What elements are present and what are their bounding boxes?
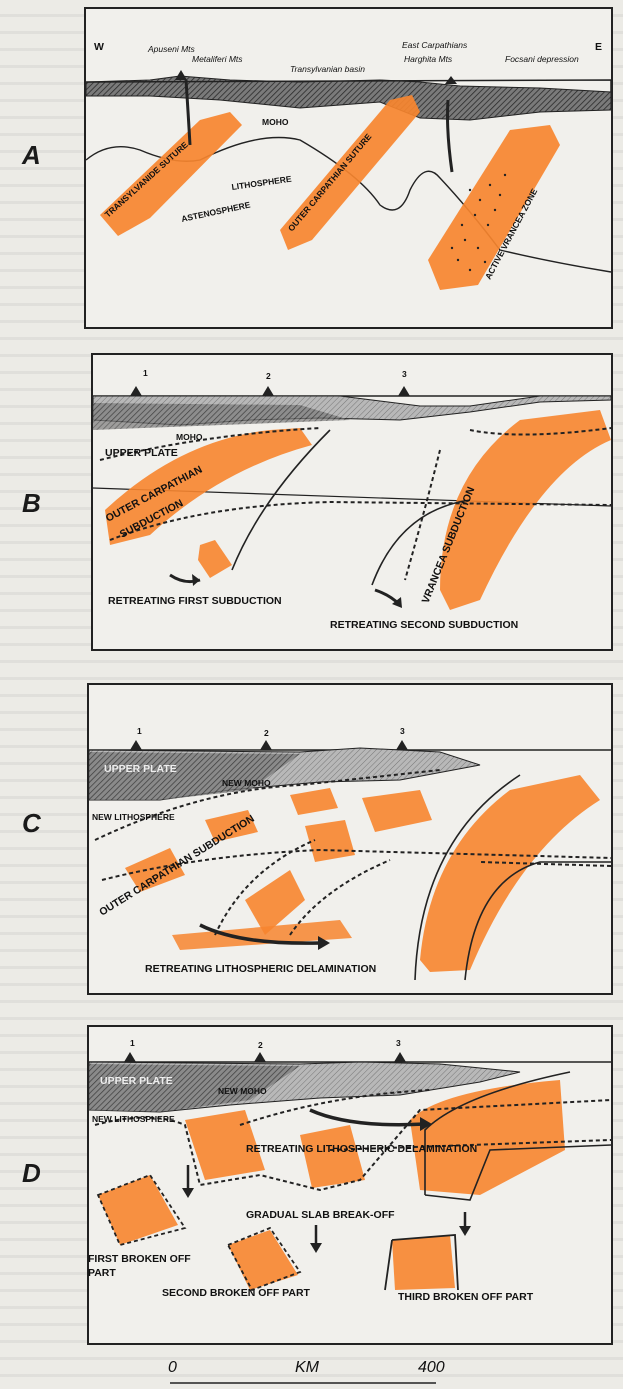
label-new-lithosphere-c: NEW LITHOSPHERE xyxy=(92,812,175,822)
label-new-lithosphere-d: NEW LITHOSPHERE xyxy=(92,1114,175,1124)
label-b-peak3: 3 xyxy=(402,369,407,379)
label-new-moho-c: NEW MOHO xyxy=(222,778,271,788)
label-retreating-second: RETREATING SECOND SUBDUCTION xyxy=(330,619,518,631)
panel-d: 1 2 3 UPPER PLATE NEW MOHO NEW LITHOSPHE… xyxy=(88,1026,612,1344)
panel-b: 1 2 3 MOHO UPPER PLATE OUTER CARPATHIAN … xyxy=(92,354,612,650)
panel-a: W E Apuseni Mts Metaliferi Mts Transylva… xyxy=(85,8,612,328)
label-moho-b: MOHO xyxy=(176,432,203,442)
label-moho-a: MOHO xyxy=(262,117,289,127)
label-first-broken-part: PART xyxy=(88,1267,116,1279)
label-upper-plate-c: UPPER PLATE xyxy=(104,763,177,775)
scale-max: 400 xyxy=(418,1359,445,1376)
label-first-broken: FIRST BROKEN OFF xyxy=(88,1253,191,1265)
label-d-peak3: 3 xyxy=(396,1038,401,1048)
label-east: E xyxy=(595,41,602,53)
label-d-peak2: 2 xyxy=(258,1040,263,1050)
label-second-broken: SECOND BROKEN OFF PART xyxy=(162,1287,311,1299)
label-c-peak1: 1 xyxy=(137,726,142,736)
scale-unit: KM xyxy=(295,1359,320,1376)
label-apuseni: Apuseni Mts xyxy=(147,44,196,54)
scale-zero: 0 xyxy=(168,1359,177,1376)
scale-bar: 0 KM 400 xyxy=(168,1359,445,1383)
label-c-peak3: 3 xyxy=(400,726,405,736)
label-new-moho-d: NEW MOHO xyxy=(218,1086,267,1096)
label-gradual-breakoff: GRADUAL SLAB BREAK-OFF xyxy=(246,1209,395,1221)
label-east-carpathians: East Carpathians xyxy=(402,40,468,50)
label-b-peak2: 2 xyxy=(266,371,271,381)
label-transylvanian-basin: Transylvanian basin xyxy=(290,64,365,74)
label-d-peak1: 1 xyxy=(130,1038,135,1048)
label-b-peak1: 1 xyxy=(143,368,148,378)
label-upper-plate-b: UPPER PLATE xyxy=(105,447,178,459)
label-metaliferi: Metaliferi Mts xyxy=(192,54,243,64)
label-upper-plate-d: UPPER PLATE xyxy=(100,1075,173,1087)
label-focsani: Focsani depression xyxy=(505,54,579,64)
label-harghita: Harghita Mts xyxy=(404,54,453,64)
label-retreating-delamination-c: RETREATING LITHOSPHERIC DELAMINATION xyxy=(145,963,376,975)
label-west: W xyxy=(94,41,104,53)
label-c-peak2: 2 xyxy=(264,728,269,738)
panel-c: 1 2 3 UPPER PLATE NEW MOHO NEW LITHOSPHE… xyxy=(88,684,612,994)
label-retreating-delamination-d: RETREATING LITHOSPHERIC DELAMINATION xyxy=(246,1143,477,1155)
label-third-broken: THIRD BROKEN OFF PART xyxy=(398,1291,534,1303)
label-retreating-first: RETREATING FIRST SUBDUCTION xyxy=(108,595,282,607)
